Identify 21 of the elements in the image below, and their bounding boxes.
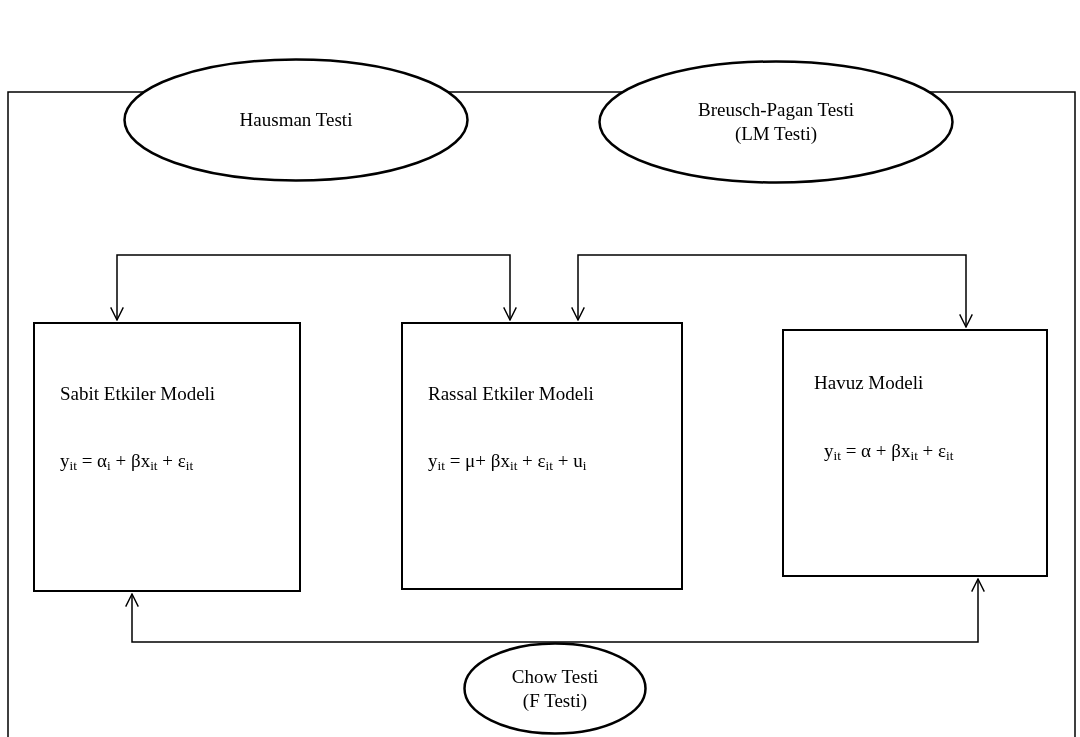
arrow: [110, 254, 314, 321]
model-name: Sabit Etkiler Modeli: [60, 382, 216, 406]
model-equation: y$_{it}$ = α$_{i}$ + βx$_{it}$ + ε$_{it}$: [60, 449, 194, 475]
test-name: Breusch-Pagan Testi (LM Testi): [696, 98, 856, 146]
test-ellipse: [598, 60, 954, 184]
arrow: [125, 593, 556, 643]
arrow: [554, 578, 985, 643]
model-box: [401, 322, 683, 590]
model-box: [782, 329, 1048, 577]
arrow: [312, 254, 517, 321]
model-name: Rassal Etkiler Modeli: [428, 382, 594, 406]
model-box: [33, 322, 301, 592]
arrow: [571, 254, 773, 321]
model-name: Havuz Modeli: [814, 371, 924, 395]
test-name: Chow Testi (F Testi): [510, 664, 600, 713]
model-equation: y$_{it}$ = α + βx$_{it}$ + ε$_{it}$: [824, 439, 954, 465]
test-ellipse: [463, 642, 647, 735]
test-name: Hausman Testi: [238, 108, 354, 132]
model-equation: y$_{it}$ = μ+ βx$_{it}$ + ε$_{it}$ + u$_{i}$: [428, 449, 587, 475]
arrow: [771, 254, 973, 328]
test-ellipse: [123, 58, 469, 182]
